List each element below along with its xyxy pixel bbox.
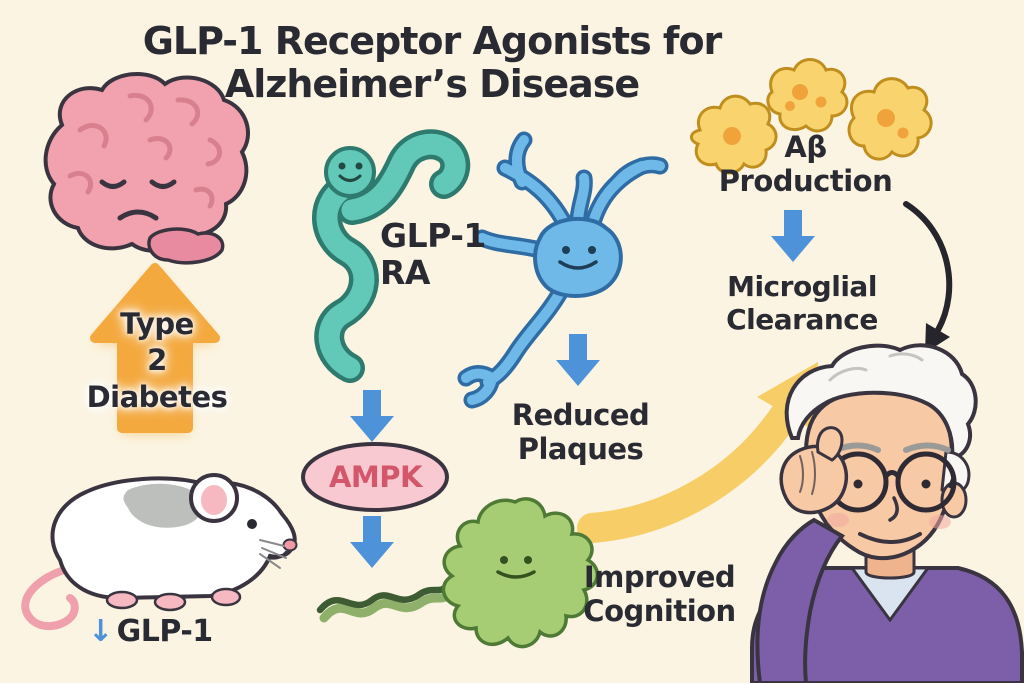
arrow-ampk-to-tangle bbox=[350, 516, 394, 568]
smile bbox=[858, 532, 922, 544]
tangle-squiggle bbox=[316, 582, 453, 623]
mouse-eye bbox=[247, 519, 257, 529]
index-finger bbox=[816, 426, 844, 462]
title-line-2: Alzheimer’s Disease bbox=[224, 61, 640, 106]
arrow-abeta-to-microglial bbox=[771, 210, 815, 262]
brain-sad-face bbox=[99, 179, 177, 221]
hand bbox=[779, 444, 849, 515]
glp1-reduction-label: ↓GLP-1 bbox=[88, 614, 213, 649]
neuron-smiley-face bbox=[558, 246, 598, 270]
blue-down-arrows bbox=[350, 210, 815, 568]
mouse-illustration bbox=[21, 473, 298, 630]
nose bbox=[888, 496, 899, 522]
down-arrow-icon: ↓ bbox=[88, 614, 113, 649]
amyloid-clumps-illustration bbox=[690, 58, 933, 175]
type2-diabetes-label: Type 2 Diabetes bbox=[86, 307, 228, 414]
improved-cognition-label: Improved Cognition bbox=[583, 560, 736, 629]
white-hair bbox=[784, 343, 978, 461]
ampk-node bbox=[301, 442, 449, 512]
curved-arrow-to-man bbox=[903, 201, 953, 353]
glp1-ra-label: GLP-1 RA bbox=[380, 216, 486, 292]
abeta-production-label: Aβ Production bbox=[718, 130, 893, 199]
title-line-1: GLP-1 Receptor Agonists for bbox=[142, 19, 723, 63]
neuron-illustration bbox=[457, 131, 669, 409]
microglia-illustration bbox=[441, 497, 599, 649]
mouse-tail bbox=[21, 566, 79, 630]
microglial-clearance-label: Microglial Clearance bbox=[726, 270, 878, 337]
arrow-molecule-to-ampk bbox=[350, 390, 394, 442]
raised-arm bbox=[755, 517, 846, 683]
elderly-man-illustration bbox=[750, 343, 1024, 683]
type2-diabetes-up-arrow bbox=[90, 263, 220, 433]
arrow-neuron-to-reduced-plaques bbox=[556, 334, 600, 386]
molecule-smiley-face bbox=[338, 162, 363, 182]
reduced-plaques-label: Reduced Plaques bbox=[511, 398, 650, 467]
ampk-label: AMPK bbox=[328, 460, 423, 494]
brain-illustration bbox=[43, 71, 250, 265]
glp1-molecule-illustration bbox=[312, 129, 471, 383]
mouse-whiskers bbox=[259, 539, 287, 569]
page-title: GLP-1 Receptor Agonists for Alzheimer’s … bbox=[92, 20, 772, 105]
microglia-smiley-face bbox=[496, 556, 536, 579]
